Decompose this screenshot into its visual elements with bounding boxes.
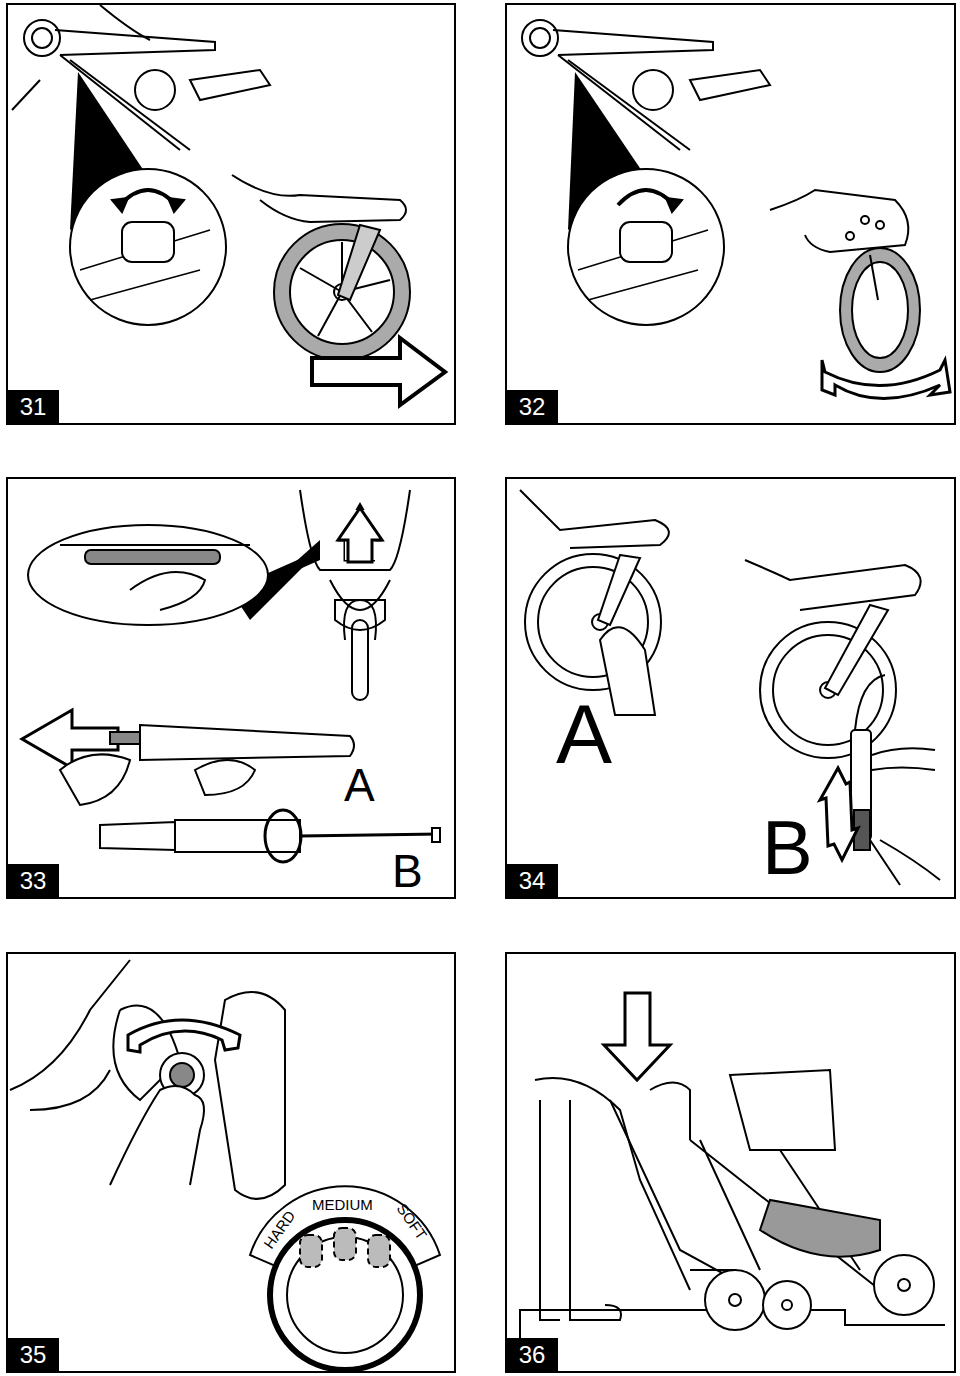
- lock-knob: [620, 222, 672, 262]
- basket: [760, 1200, 880, 1257]
- footrest: [232, 175, 406, 222]
- callout-letter: B: [762, 810, 813, 886]
- rotate-arrow: [128, 1020, 240, 1052]
- turn-arrow: [265, 810, 301, 862]
- callout-letter: A: [344, 762, 375, 808]
- stroller-front: [300, 490, 410, 570]
- step-number: 32: [519, 393, 546, 421]
- panel-frame: [7, 953, 455, 1372]
- panel-frame: [7, 478, 455, 898]
- person-legs: [535, 1078, 690, 1320]
- canopy: [730, 1070, 835, 1150]
- callout-letter: A: [556, 692, 612, 776]
- rotate-arrow: [822, 360, 950, 399]
- step-number: 35: [20, 1341, 47, 1369]
- step-number: 31: [20, 393, 47, 421]
- panel-frame: [506, 4, 955, 424]
- panel-number-box: 33: [7, 864, 59, 898]
- pump-arrow: [820, 768, 858, 860]
- front-wheel: [274, 224, 410, 360]
- scale-label: MEDIUM: [312, 1197, 373, 1212]
- step-number: 34: [519, 867, 546, 895]
- lock-knob: [122, 222, 174, 262]
- panel-number-box: 35: [7, 1338, 59, 1372]
- rear-wheel: [705, 1270, 765, 1330]
- step-number: 33: [20, 867, 47, 895]
- frame-detail: [12, 5, 270, 150]
- panel-frame: [506, 953, 955, 1372]
- footrest: [745, 560, 921, 610]
- up-arrow: [338, 508, 382, 562]
- zoom-ellipse: [28, 525, 268, 625]
- panel-number-box: 31: [7, 390, 59, 424]
- panel-number-box: 36: [506, 1338, 558, 1372]
- panel-number-box: 32: [506, 390, 558, 424]
- adjust-dial: [270, 1220, 420, 1370]
- step-number: 36: [519, 1341, 546, 1369]
- pump-body: [175, 820, 300, 852]
- footrest: [520, 490, 669, 548]
- callout-letter: B: [392, 848, 423, 894]
- wheel: [215, 992, 285, 1199]
- down-arrow: [604, 993, 670, 1080]
- front-wheel: [874, 1255, 934, 1315]
- direction-arrow: [312, 338, 445, 405]
- panel-frame: [506, 478, 955, 898]
- panel-frame: [7, 4, 455, 424]
- zoom-circle: [70, 169, 226, 325]
- seat-outline: [10, 960, 130, 1110]
- footrest: [770, 190, 908, 252]
- handlebar: [650, 1083, 690, 1141]
- hand: [110, 1086, 204, 1185]
- panel-number-box: 34: [506, 864, 558, 898]
- zoom-circle: [568, 169, 724, 325]
- frame-detail: [522, 20, 770, 150]
- pump: [140, 725, 354, 760]
- front-wheel: [840, 248, 920, 372]
